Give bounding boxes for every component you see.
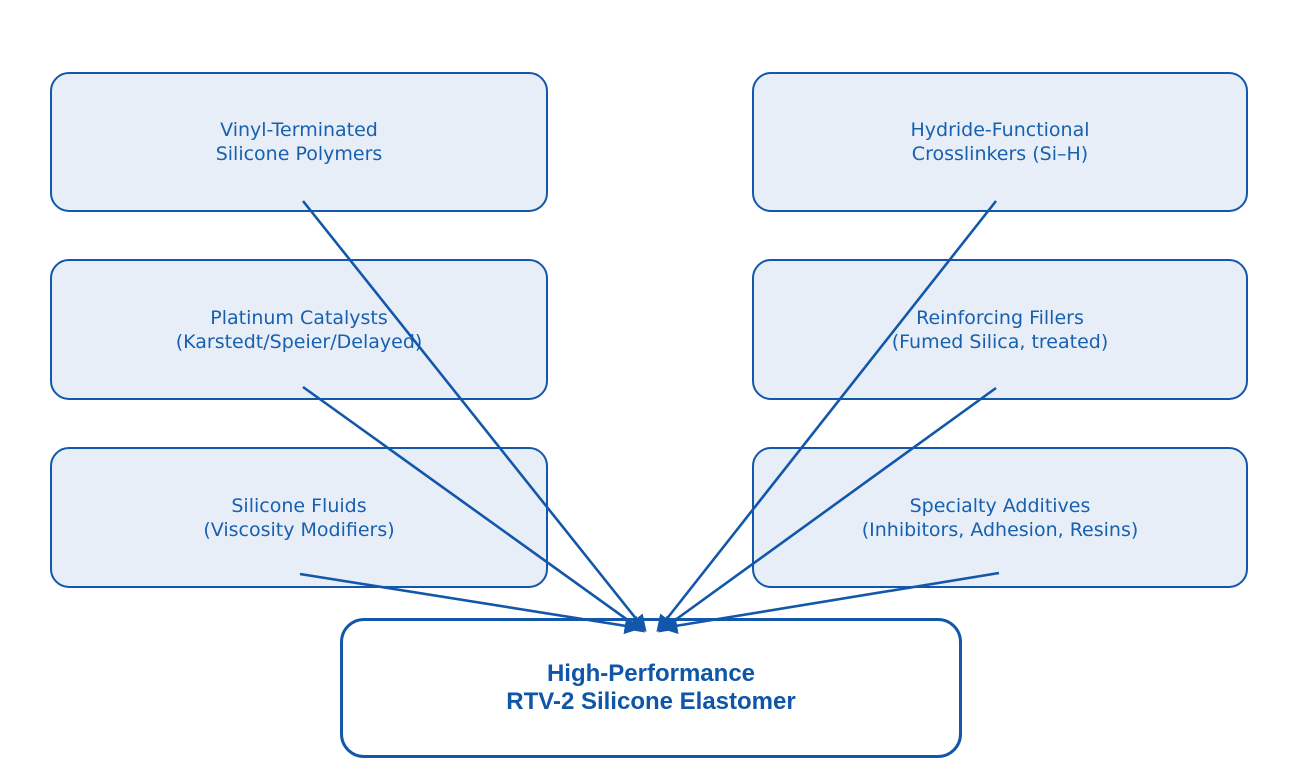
node-label-line2: (Fumed Silica, treated) <box>891 330 1109 353</box>
node-label-line1: Reinforcing Fillers <box>916 306 1084 329</box>
node-high-performance-rtv2-silicone-elastomer: High-Performance RTV-2 Silicone Elastome… <box>340 618 962 758</box>
node-label-line1: Platinum Catalysts <box>210 306 388 329</box>
node-specialty-additives: Specialty Additives (Inhibitors, Adhesio… <box>752 447 1248 588</box>
node-label-line1: Vinyl-Terminated <box>220 119 378 141</box>
node-label-line2: Crosslinkers (Si–H) <box>911 143 1089 165</box>
target-label-line2: RTV-2 Silicone Elastomer <box>506 688 796 715</box>
node-vinyl-terminated-silicone-polymers: Vinyl-Terminated Silicone Polymers <box>50 72 548 212</box>
node-label-line1: Hydride-Functional <box>910 119 1090 141</box>
node-label-line2: (Karstedt/Speier/Delayed) <box>175 330 423 353</box>
node-label-line2: (Inhibitors, Adhesion, Resins) <box>861 518 1139 541</box>
node-label-line1: Silicone Fluids <box>231 494 367 517</box>
node-label-line2: (Viscosity Modifiers) <box>203 518 395 541</box>
target-label-line1: High-Performance <box>546 660 756 687</box>
node-hydride-functional-crosslinkers: Hydride-Functional Crosslinkers (Si–H) <box>752 72 1248 212</box>
node-silicone-fluids: Silicone Fluids (Viscosity Modifiers) <box>50 447 548 588</box>
node-platinum-catalysts: Platinum Catalysts (Karstedt/Speier/Dela… <box>50 259 548 400</box>
node-label-line2: Silicone Polymers <box>215 143 383 165</box>
node-reinforcing-fillers: Reinforcing Fillers (Fumed Silica, treat… <box>752 259 1248 400</box>
node-label-line1: Specialty Additives <box>909 494 1091 517</box>
